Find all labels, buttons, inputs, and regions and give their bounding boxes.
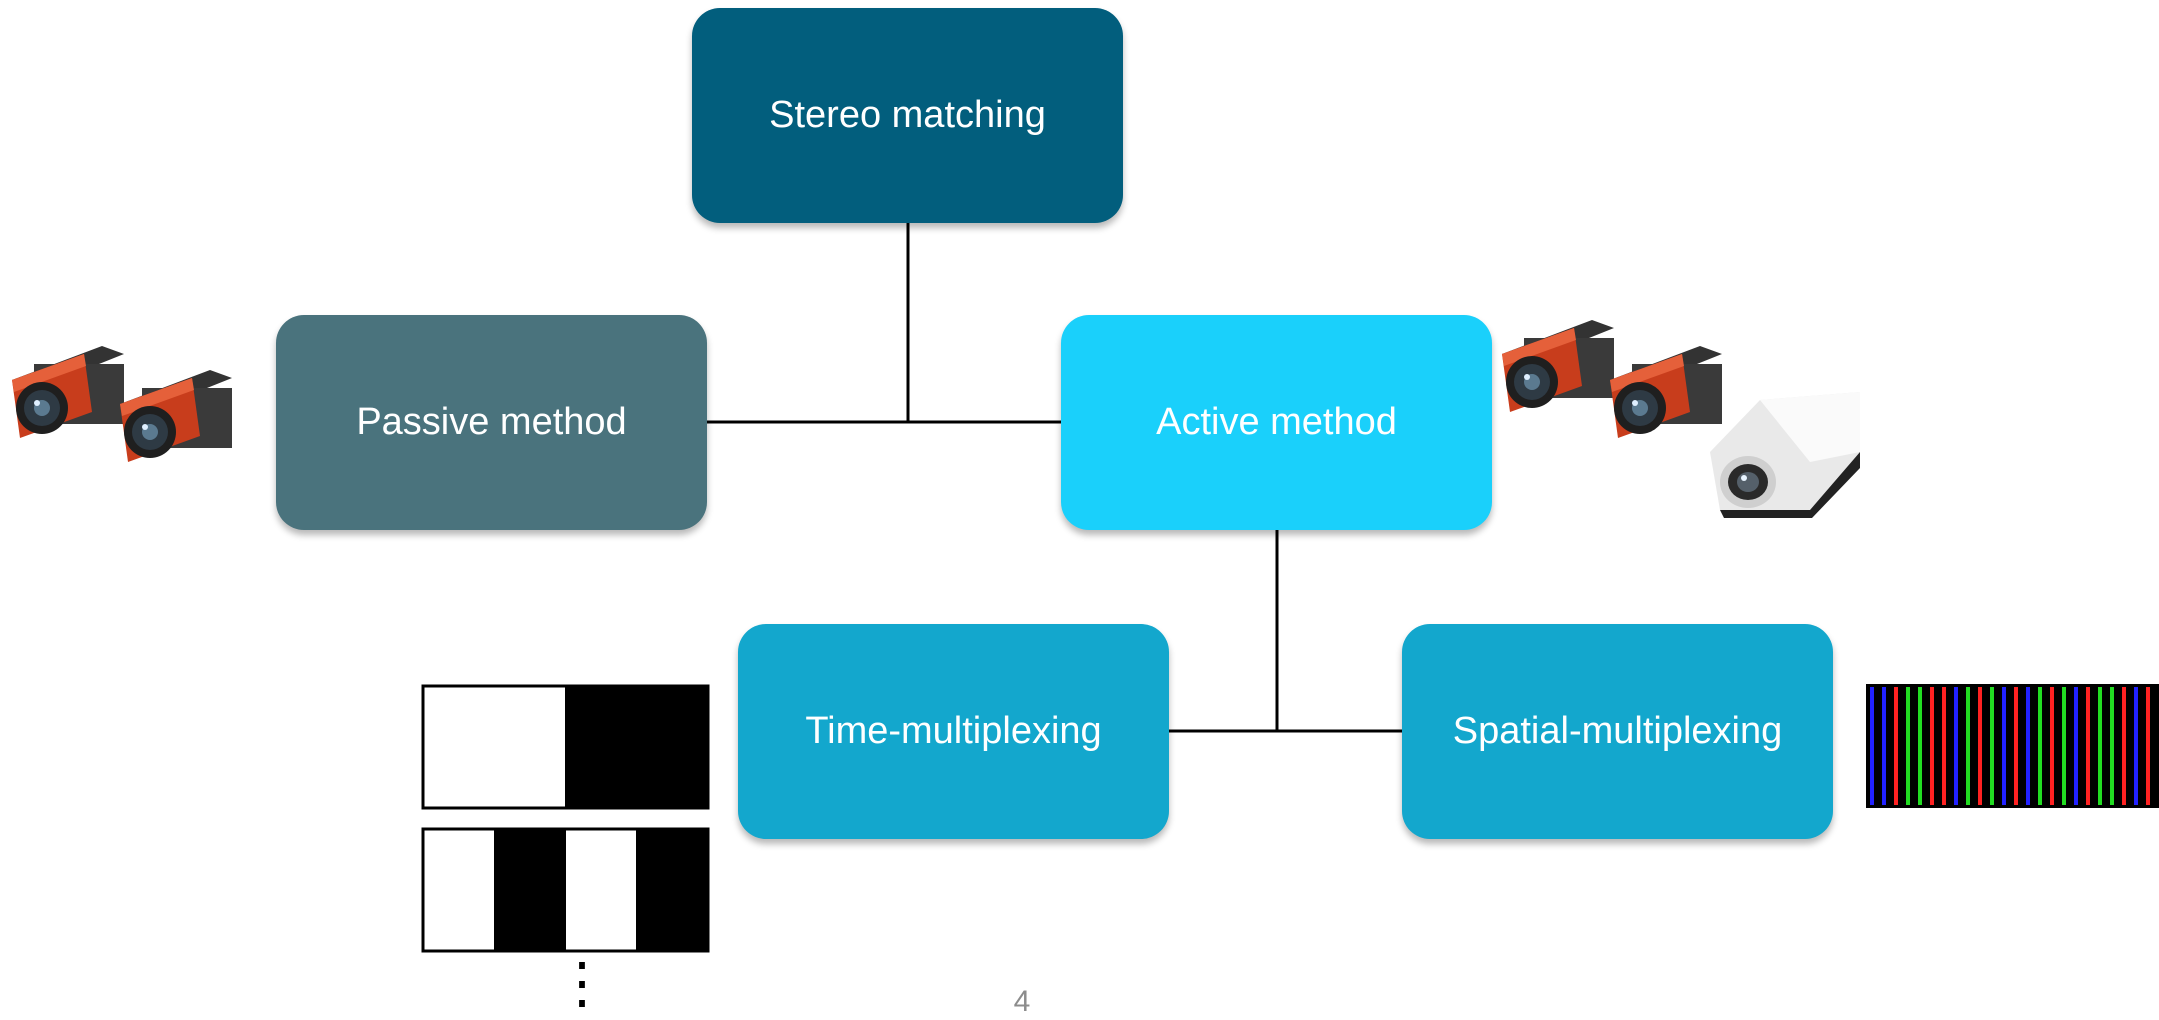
color-stripe (1978, 687, 1982, 805)
color-stripe (2098, 687, 2102, 805)
color-stripe (1990, 687, 1994, 805)
node-spatial-multiplexing: Spatial-multiplexing (1402, 624, 1833, 839)
color-stripe (2122, 687, 2126, 805)
node-passive-method: Passive method (276, 315, 707, 530)
color-stripe (1954, 687, 1958, 805)
color-stripe-pattern-icon (1866, 684, 2159, 808)
color-stripe (1930, 687, 1934, 805)
color-stripe (2134, 687, 2138, 805)
color-stripe (2074, 687, 2078, 805)
stereo-camera-pair-icon (12, 346, 232, 462)
color-stripe (1906, 687, 1910, 805)
node-label: Stereo matching (769, 94, 1046, 136)
node-active-method: Active method (1061, 315, 1492, 530)
color-stripe (1882, 687, 1886, 805)
node-label: Time-multiplexing (805, 710, 1102, 752)
color-stripe (2002, 687, 2006, 805)
projector-icon (1710, 392, 1860, 518)
camera-pair-with-projector-icon (1502, 320, 1860, 518)
color-stripe (2026, 687, 2030, 805)
page-number: 4 (1013, 985, 1031, 1018)
color-stripe (1894, 687, 1898, 805)
color-stripe (1918, 687, 1922, 805)
color-stripe (2014, 687, 2018, 805)
ellipsis-icon: ⋮ (554, 951, 610, 1014)
color-stripe (2086, 687, 2090, 805)
binary-stripe-patterns-icon (421, 684, 710, 953)
color-stripe (2050, 687, 2054, 805)
color-stripe (2062, 687, 2066, 805)
node-stereo-matching: Stereo matching (692, 8, 1123, 223)
color-stripe (2146, 687, 2150, 805)
node-label: Passive method (356, 401, 627, 443)
color-stripe (1870, 687, 1874, 805)
node-time-multiplexing: Time-multiplexing (738, 624, 1169, 839)
node-label: Spatial-multiplexing (1452, 710, 1783, 752)
color-stripe (2110, 687, 2114, 805)
color-stripe (1966, 687, 1970, 805)
color-stripe (1942, 687, 1946, 805)
color-stripe (2038, 687, 2042, 805)
node-label: Active method (1156, 401, 1397, 443)
